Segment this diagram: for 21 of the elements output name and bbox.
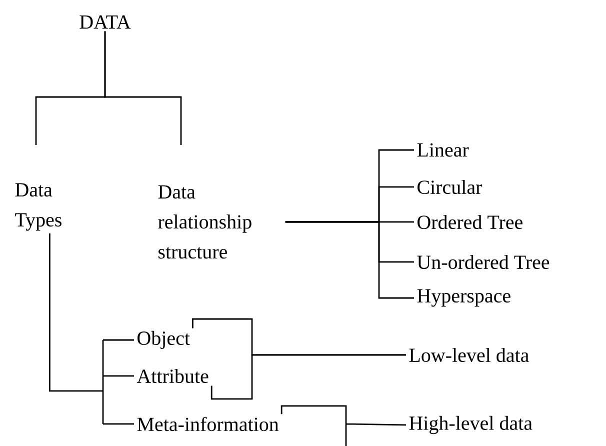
- item-label: Low-level data: [409, 348, 529, 362]
- item-label: Hyperspace: [417, 289, 510, 307]
- connector-line: [210, 354, 406, 400]
- item-label: Object: [138, 330, 190, 350]
- item-label: High-level data: [409, 416, 532, 434]
- category-label: Data relationship structure: [158, 185, 252, 259]
- item-label: Un-ordered Tree: [417, 254, 550, 270]
- connector-line: [49, 232, 104, 425]
- root-label: DATA: [80, 15, 131, 29]
- item-label: Ordered Tree: [418, 214, 522, 230]
- item-label: Meta-information: [137, 416, 279, 432]
- connector-line: [103, 339, 134, 341]
- connector-line: [103, 423, 134, 425]
- item-label: Attribute: [136, 368, 208, 384]
- connector-line: [103, 375, 134, 377]
- connector-line: [285, 221, 414, 299]
- item-label: Linear: [417, 143, 469, 157]
- connector-line: [104, 31, 182, 145]
- item-label: Circular: [418, 180, 482, 194]
- category-label: Data Types: [15, 183, 62, 231]
- connector-line: [280, 405, 406, 446]
